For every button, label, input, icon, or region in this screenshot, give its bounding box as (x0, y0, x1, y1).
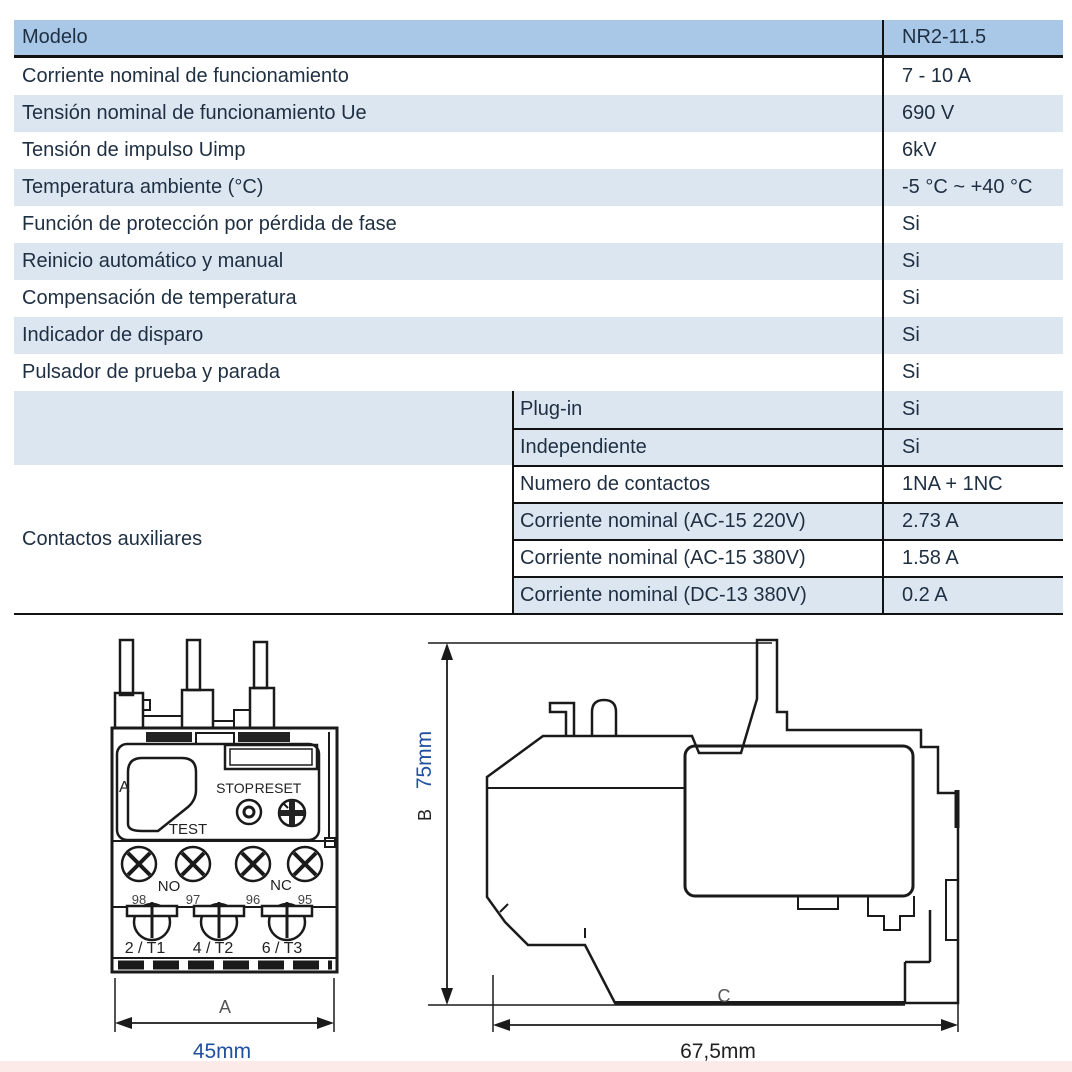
row-label: Temperatura ambiente (°C) (22, 176, 264, 198)
subrow-label: Independiente (512, 430, 882, 465)
table-row: Pulsador de prueba y parada Si (14, 354, 1063, 391)
front-view-drawing: A TEST STOP RESET (110, 638, 339, 1063)
aux-contacts-group: Contactos auxiliares Plug-in Si Independ… (14, 391, 1063, 613)
plug-in-module (683, 744, 915, 898)
subrow-value: 0.2 A (882, 578, 1063, 613)
row-value: 7 - 10 A (882, 58, 1063, 95)
table-subrow: Numero de contactos 1NA + 1NC (512, 465, 1063, 502)
table-row: Reinicio automático y manual Si (14, 243, 1063, 280)
row-value: 690 V (882, 95, 1063, 132)
spec-table: Modelo NR2-11.5 Corriente nominal de fun… (14, 20, 1063, 615)
dimension-c: C 67,5mm (492, 975, 959, 1063)
subrow-label: Plug-in (512, 391, 882, 428)
row-value: Si (882, 206, 1063, 243)
no-label: NO (158, 878, 181, 895)
test-label: TEST (169, 821, 207, 838)
row-value: 6kV (882, 132, 1063, 169)
row-label: Compensación de temperatura (22, 287, 297, 309)
aux-contacts-left-cell: Contactos auxiliares (14, 391, 512, 613)
row-label: Corriente nominal de funcionamiento (22, 65, 349, 87)
main-terminal-screws (125, 902, 314, 942)
dimension-a: A 45mm (114, 978, 335, 1063)
header-label: Modelo (22, 26, 88, 48)
side-profile-outline (485, 638, 960, 1005)
terminal-97: 97 (186, 892, 200, 907)
label-stamp (146, 732, 192, 742)
table-header-row: Modelo NR2-11.5 (14, 20, 1063, 58)
dim-b-value: 75mm (413, 731, 436, 789)
row-label: Reinicio automático y manual (22, 250, 284, 272)
row-value: Si (882, 243, 1063, 280)
subrow-label: Corriente nominal (DC-13 380V) (512, 578, 882, 613)
next-section-strip (0, 1061, 1072, 1072)
aux-terminal-screws (120, 845, 324, 883)
row-label: Tensión nominal de funcionamiento Ue (22, 102, 367, 124)
nc-label: NC (270, 877, 292, 894)
table-subrow: Independiente Si (512, 428, 1063, 465)
stop-button (235, 798, 263, 826)
dim-a-value: 45mm (193, 1040, 251, 1063)
dimension-b: 75mm B (413, 642, 905, 1006)
label-stamp (238, 732, 290, 742)
header-value: NR2-11.5 (882, 20, 1063, 55)
dim-a-letter: A (219, 997, 231, 1017)
aux-contacts-label: Contactos auxiliares (22, 527, 203, 550)
row-label: Función de protección por pérdida de fas… (22, 213, 397, 235)
terminal-98: 98 (132, 892, 146, 907)
subrow-value: 2.73 A (882, 504, 1063, 539)
dim-b-letter: B (415, 809, 435, 821)
terminal-4T2: 4 / T2 (193, 940, 234, 957)
row-label: Tensión de impulso Uimp (22, 139, 246, 161)
terminal-6T3: 6 / T3 (262, 940, 303, 957)
table-row: Indicador de disparo Si (14, 317, 1063, 354)
subrow-value: 1NA + 1NC (882, 467, 1063, 502)
dimension-drawings: A TEST STOP RESET (110, 638, 960, 1063)
mount-hook (590, 698, 618, 736)
table-subrow: Corriente nominal (DC-13 380V) 0.2 A (512, 576, 1063, 613)
table-subrow: Corriente nominal (AC-15 220V) 2.73 A (512, 502, 1063, 539)
aux-contacts-subrows: Plug-in Si Independiente Si Numero de co… (512, 391, 1063, 613)
dim-c-value: 67,5mm (680, 1040, 756, 1063)
subrow-label: Corriente nominal (AC-15 220V) (512, 504, 882, 539)
table-row: Temperatura ambiente (°C) -5 °C ~ +40 °C (14, 169, 1063, 206)
subrow-value: Si (882, 391, 1063, 428)
row-value: Si (882, 317, 1063, 354)
table-subrow: Plug-in Si (512, 391, 1063, 428)
terminal-96: 96 (246, 892, 260, 907)
row-value: -5 °C ~ +40 °C (882, 169, 1063, 206)
aux-contacts-blue-spacer (14, 391, 512, 465)
subrow-value: Si (882, 430, 1063, 465)
subrow-label: Numero de contactos (512, 467, 882, 502)
row-value: Si (882, 354, 1063, 391)
terminal-95: 95 (298, 892, 312, 907)
din-clip (867, 896, 915, 931)
table-subrow: Corriente nominal (AC-15 380V) 1.58 A (512, 539, 1063, 576)
row-label: Indicador de disparo (22, 324, 204, 346)
stop-label: STOP (216, 780, 254, 796)
mount-hook (548, 701, 576, 736)
table-row: Tensión de impulso Uimp 6kV (14, 132, 1063, 169)
table-row: Tensión nominal de funcionamiento Ue 690… (14, 95, 1063, 132)
dial-letter: A (119, 779, 130, 796)
reset-label: RESET (255, 780, 302, 796)
row-label: Pulsador de prueba y parada (22, 361, 280, 383)
subrow-label: Corriente nominal (AC-15 380V) (512, 541, 882, 576)
dim-c-letter: C (718, 986, 731, 1006)
table-row: Compensación de temperatura Si (14, 280, 1063, 317)
subrow-value: 1.58 A (882, 541, 1063, 576)
ampere-dial (126, 756, 198, 833)
table-row: Corriente nominal de funcionamiento 7 - … (14, 58, 1063, 95)
terminal-2T1: 2 / T1 (125, 940, 166, 957)
row-value: Si (882, 280, 1063, 317)
side-view-drawing: 75mm B (413, 638, 960, 1063)
table-row: Función de protección por pérdida de fas… (14, 206, 1063, 243)
